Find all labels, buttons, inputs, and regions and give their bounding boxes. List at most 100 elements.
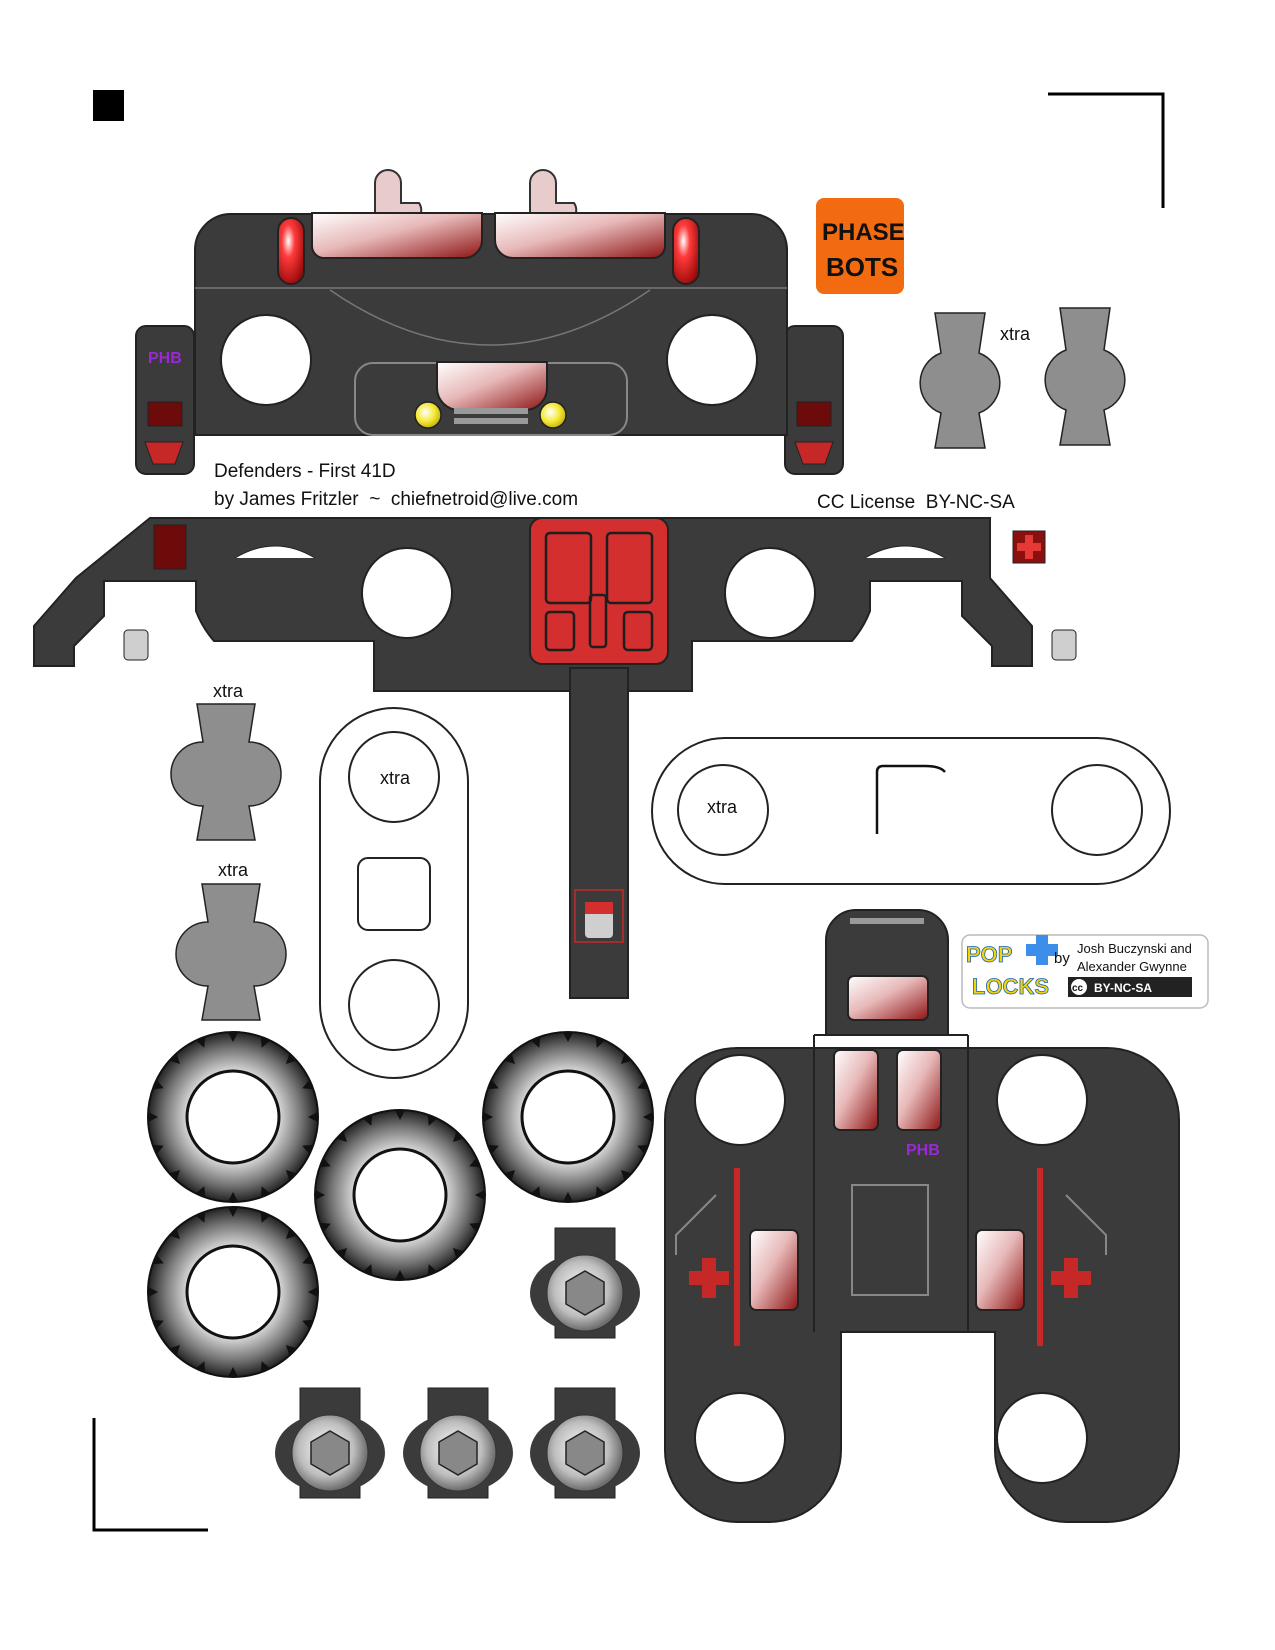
tire-tread	[362, 1114, 373, 1126]
tire-tread	[260, 1186, 271, 1198]
phasebots-logo: PHASE BOTS	[816, 198, 905, 294]
vertical-tag-piece	[319, 707, 469, 1079]
bolt-lock-3	[403, 1387, 513, 1499]
tire-tread	[319, 1157, 331, 1168]
tire-tread	[530, 1036, 541, 1048]
bolt-lock-1	[530, 1227, 640, 1339]
tire-tread	[621, 1170, 632, 1181]
tire-tread	[469, 1222, 481, 1233]
tire-1	[147, 1031, 319, 1203]
sheet-author: by James Fritzler ~ chiefnetroid@live.co…	[214, 489, 578, 510]
tire-tread	[169, 1053, 180, 1064]
tire-tread	[148, 1111, 158, 1123]
poplocks-credit1: Josh Buczynski and	[1077, 941, 1192, 956]
tire-tread	[504, 1170, 515, 1181]
tire-tread	[308, 1111, 318, 1123]
extra-label-5: xtra	[218, 860, 249, 880]
tire-tread	[308, 1286, 318, 1298]
tire-tread	[336, 1131, 347, 1142]
tire-tread	[394, 1110, 406, 1120]
ph-mark-top: PHB	[148, 350, 182, 367]
tire-tread	[302, 1254, 314, 1265]
tire-tread	[152, 1319, 164, 1330]
front-body-piece	[135, 169, 844, 475]
tire-tread	[286, 1228, 297, 1239]
tire-tread	[483, 1111, 493, 1123]
sheet-license: CC License BY-NC-SA	[817, 492, 1015, 513]
tire-tread	[336, 1248, 347, 1259]
tire-tread	[562, 1032, 574, 1042]
sheet-title: Defenders - First 41D	[214, 461, 396, 482]
hex-bolt-icon	[310, 1430, 350, 1476]
extra-label-3: xtra	[380, 768, 411, 788]
poplocks-word1: POP	[966, 942, 1012, 967]
tire-tread	[475, 1189, 485, 1201]
tire-tread	[302, 1079, 314, 1090]
tire-tread	[302, 1144, 314, 1155]
extra-lock-piece-4	[175, 883, 287, 1021]
bolt-lock-2	[275, 1387, 385, 1499]
tire-3	[314, 1109, 486, 1281]
tire-tread	[319, 1222, 331, 1233]
tire-tread	[643, 1111, 653, 1123]
hex-bolt-icon	[565, 1430, 605, 1476]
tire-tread	[487, 1144, 499, 1155]
tire-tread	[487, 1079, 499, 1090]
tire-tread	[394, 1270, 406, 1280]
extra-lock-piece-1	[919, 312, 1001, 449]
tire-tread	[152, 1254, 164, 1265]
tire-tread	[152, 1079, 164, 1090]
poplocks-license: BY-NC-SA	[1094, 981, 1152, 995]
tire-tread	[195, 1211, 206, 1223]
hex-bolt-icon	[438, 1430, 478, 1476]
ph-mark-torso: PHB	[906, 1142, 940, 1159]
tire-tread	[637, 1144, 649, 1155]
poplocks-logo: POP LOCKS by Josh Buczynski and Alexande…	[961, 934, 1209, 1009]
tire-tread	[595, 1036, 606, 1048]
tire-tread	[453, 1248, 464, 1259]
tire-tread	[169, 1170, 180, 1181]
tire-tread	[504, 1053, 515, 1064]
extra-label-1: xtra	[1000, 324, 1031, 344]
tire-tread	[260, 1211, 271, 1223]
tire-tread	[427, 1264, 438, 1276]
corner-crop-mark-bottom-left	[92, 1418, 208, 1532]
tire-tread	[362, 1264, 373, 1276]
poplocks-credit2: Alexander Gwynne	[1077, 959, 1187, 974]
poplocks-by: by	[1054, 950, 1070, 967]
rear-body-piece	[33, 517, 1077, 999]
tire-tread	[637, 1079, 649, 1090]
extra-label-4: xtra	[707, 797, 738, 817]
tire-tread	[427, 1114, 438, 1126]
tire-tread	[195, 1036, 206, 1048]
tire-tread	[286, 1053, 297, 1064]
tire-tread	[453, 1131, 464, 1142]
horizontal-tag-piece	[651, 737, 1171, 885]
extra-lock-piece-2	[1044, 307, 1126, 446]
registration-square	[93, 90, 124, 121]
tire-tread	[148, 1286, 158, 1298]
tire-tread	[286, 1345, 297, 1356]
tire-tread	[195, 1186, 206, 1198]
tire-tread	[530, 1186, 541, 1198]
extra-lock-piece-3	[170, 703, 282, 841]
cc-icon: cc	[1072, 983, 1084, 994]
tire-tread	[227, 1032, 239, 1042]
tire-tread	[595, 1186, 606, 1198]
tire-tread	[469, 1157, 481, 1168]
tire-tread	[315, 1189, 325, 1201]
tire-tread	[195, 1361, 206, 1373]
cross-icon	[1051, 1258, 1091, 1298]
tire-tread	[227, 1367, 239, 1377]
bolt-lock-4	[530, 1387, 640, 1499]
tire-tread	[621, 1053, 632, 1064]
extra-label-2: xtra	[213, 681, 244, 701]
tire-tread	[227, 1207, 239, 1217]
cross-icon	[689, 1258, 729, 1298]
tire-tread	[562, 1192, 574, 1202]
tire-tread	[302, 1319, 314, 1330]
tire-tread	[286, 1170, 297, 1181]
tire-tread	[169, 1228, 180, 1239]
corner-crop-mark-top-right	[1048, 92, 1165, 208]
